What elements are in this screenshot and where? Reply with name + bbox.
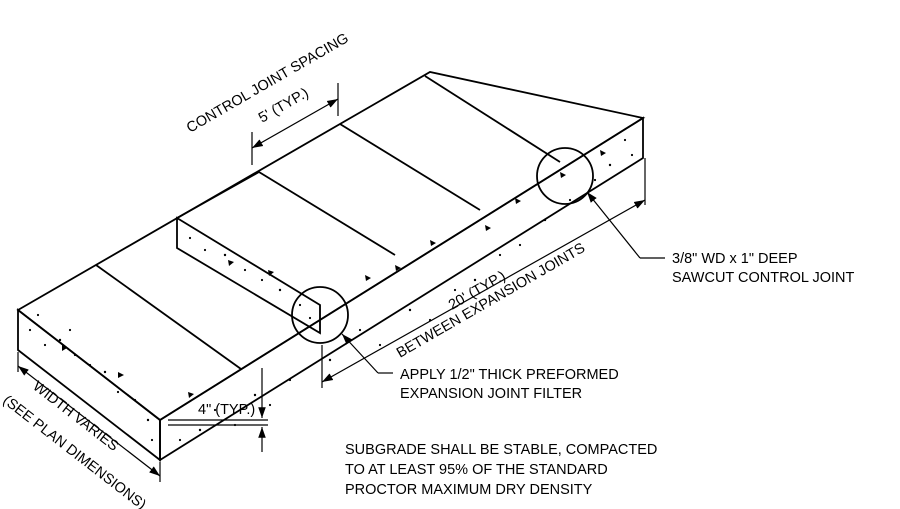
control-joint-line bbox=[258, 171, 396, 256]
expansion-callout bbox=[341, 333, 393, 374]
control-joint-line bbox=[424, 75, 561, 163]
expansion-joint-top-edge bbox=[176, 171, 260, 219]
expansion-joint-face bbox=[176, 216, 321, 335]
between-expansion-joints-label: BETWEEN EXPANSION JOINTS bbox=[394, 240, 588, 361]
width-dimension bbox=[17, 352, 161, 482]
sawcut-label-line2: SAWCUT CONTROL JOINT bbox=[672, 270, 854, 286]
sawcut-detail-circle bbox=[536, 147, 594, 205]
control-joint-line bbox=[339, 123, 481, 211]
thickness-dimension bbox=[168, 368, 268, 452]
control-joint-dimension bbox=[251, 83, 339, 165]
apply-label-line2: EXPANSION JOINT FILTER bbox=[400, 386, 582, 402]
subgrade-note-line2: TO AT LEAST 95% OF THE STANDARD bbox=[345, 462, 608, 478]
subgrade-note-line1: SUBGRADE SHALL BE STABLE, COMPACTED bbox=[345, 442, 657, 458]
control-joint-line bbox=[95, 264, 242, 370]
sawcut-label-line1: 3/8" WD x 1" DEEP bbox=[672, 251, 798, 267]
four-inch-typ-label: 4" (TYP.) bbox=[198, 402, 255, 418]
twenty-ft-dimension bbox=[321, 158, 646, 388]
sawcut-callout bbox=[586, 191, 665, 259]
subgrade-note-line3: PROCTOR MAXIMUM DRY DENSITY bbox=[345, 482, 593, 498]
apply-label-line1: APPLY 1/2" THICK PREFORMED bbox=[400, 367, 619, 383]
